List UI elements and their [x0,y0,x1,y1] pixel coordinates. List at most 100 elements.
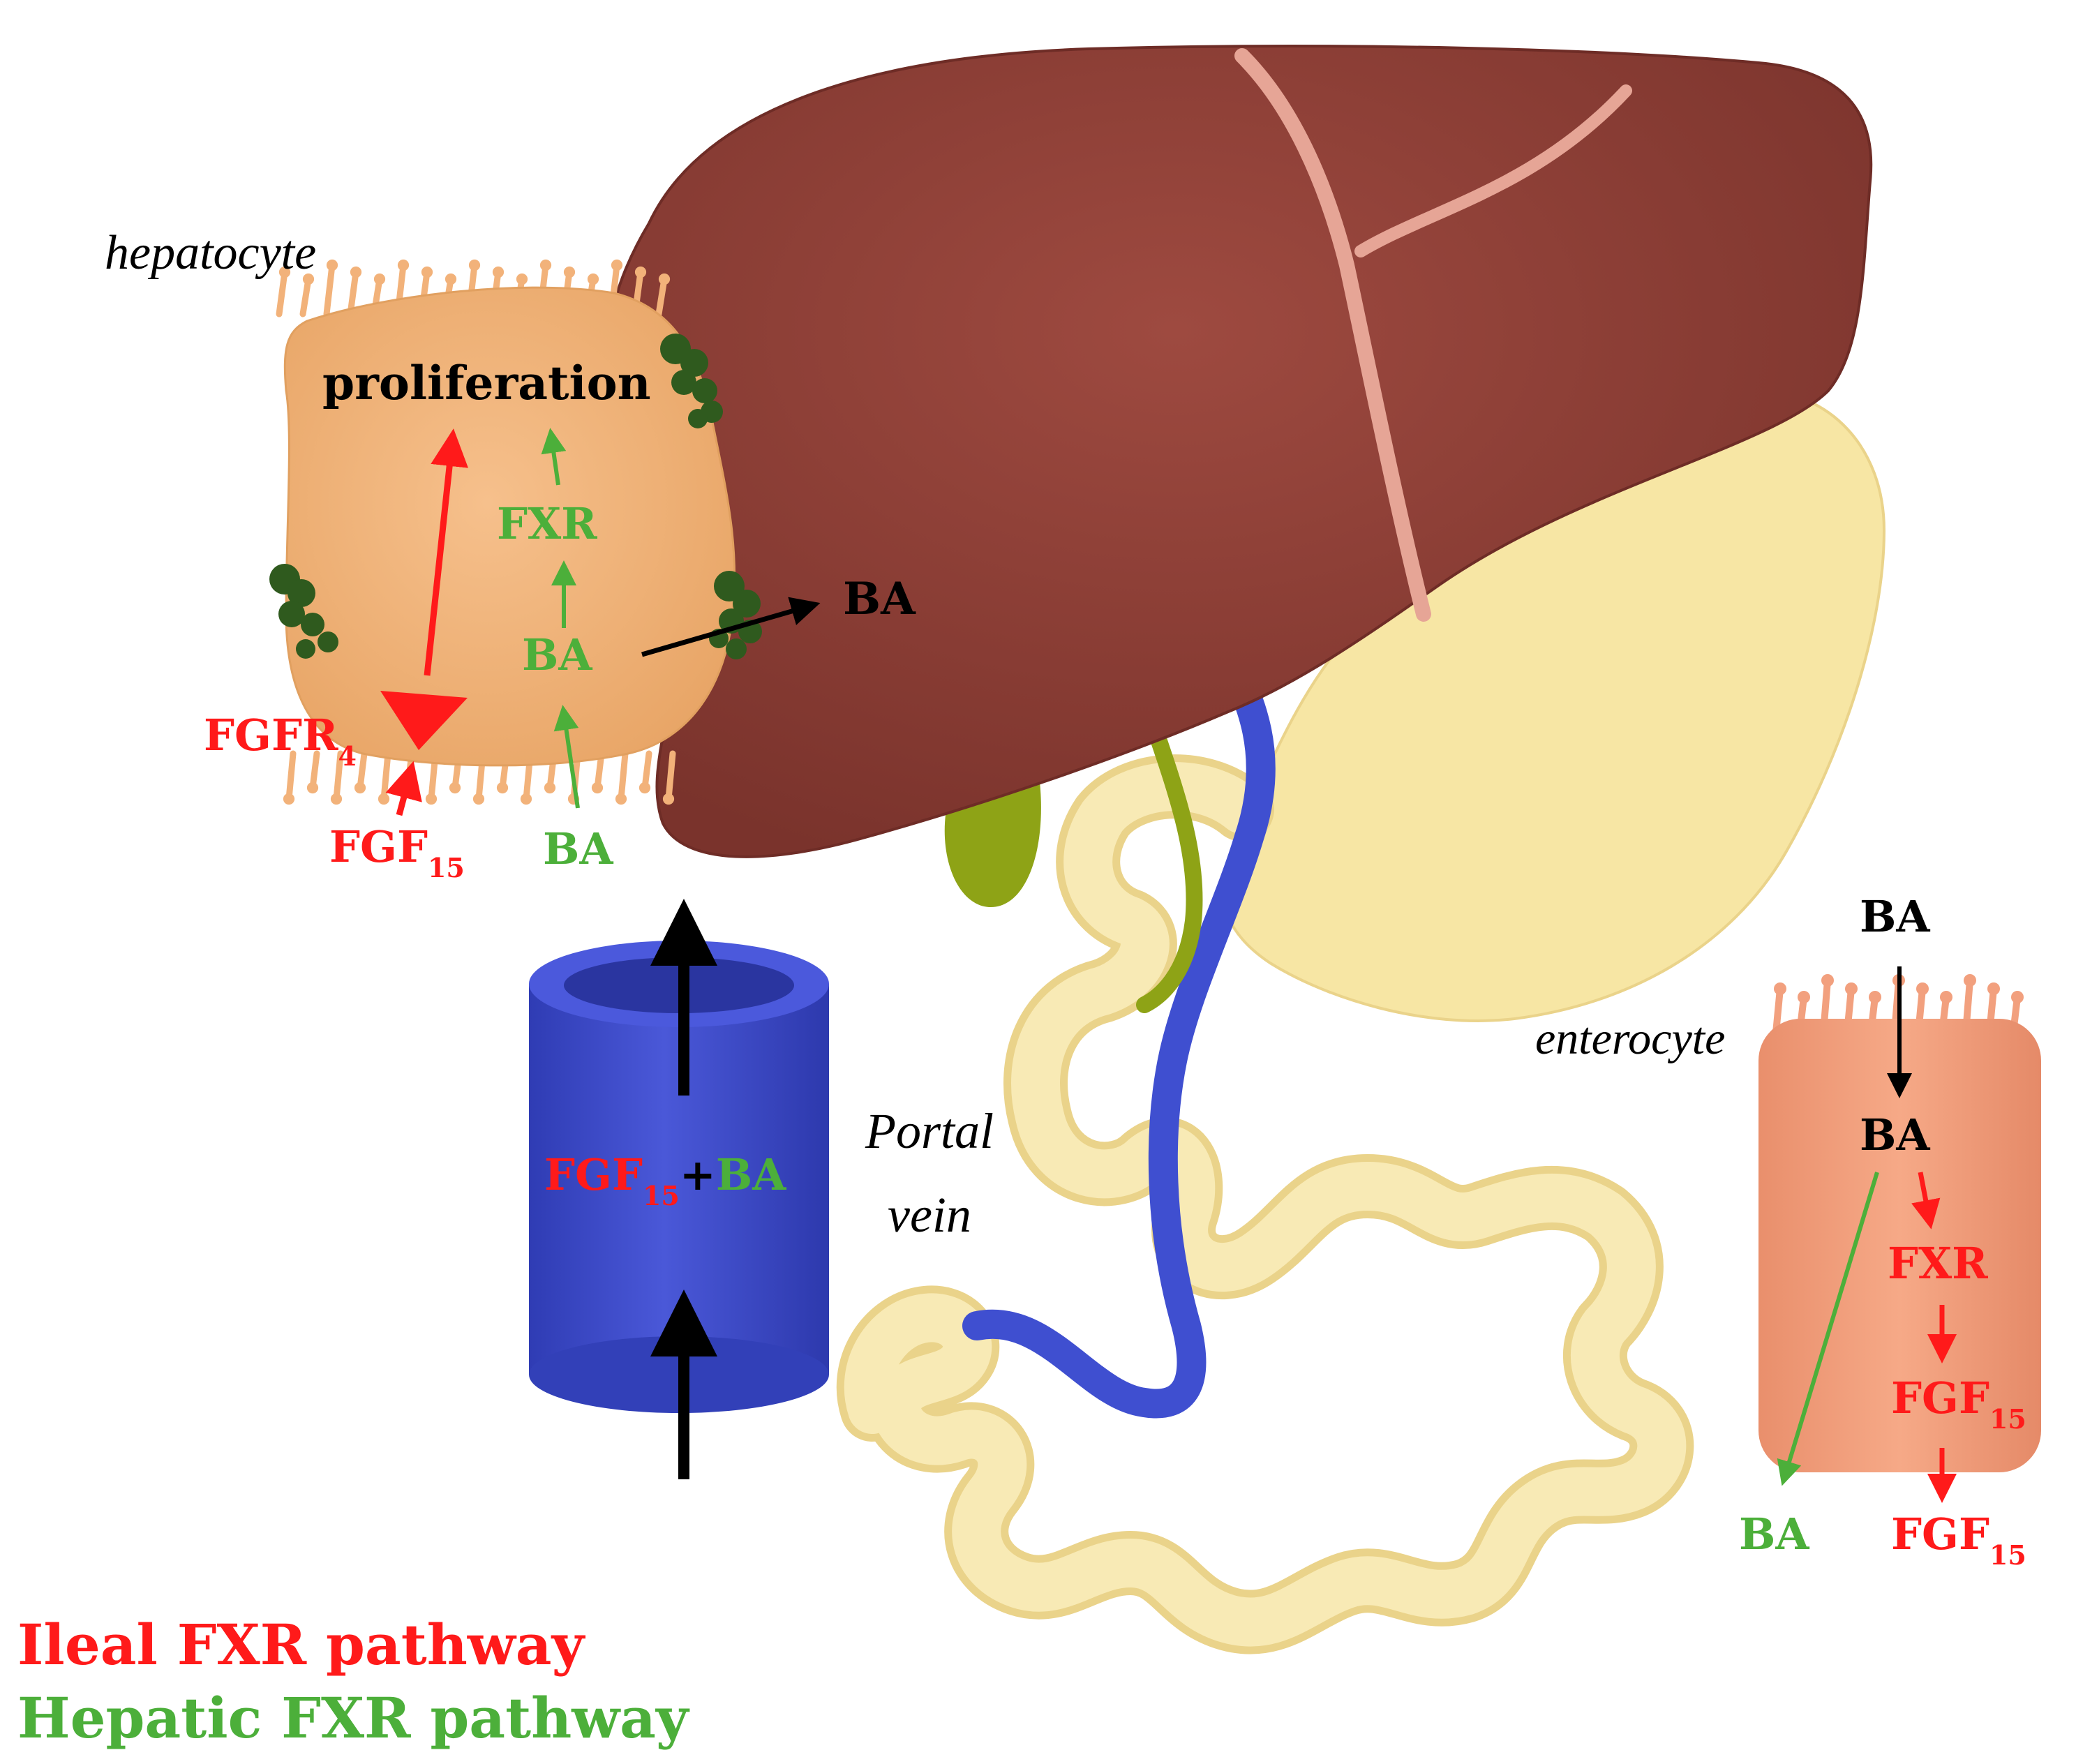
microvillus [357,750,368,791]
microvillus [380,750,391,802]
enterocyte-label: enterocyte [1535,1013,1725,1064]
portal-vein-label-line1: Portal [865,1103,994,1159]
microvillus-tip [496,782,509,794]
hepatocyte-fgf15-main: FGF [329,821,428,872]
microvillus-tip [492,266,505,278]
hepatocyte-cell [283,286,736,767]
microvillus-tip [520,793,532,805]
enterocyte-ba-mid-label: BA [1860,1109,1930,1160]
portal-vein-label-line2: vein [888,1187,971,1243]
liver-ligament [1234,48,1431,622]
arrow-ba-in-to-ba [553,705,580,809]
microvillus [655,276,668,317]
enterocyte-fgf15-sub: 15 [1989,1403,2026,1435]
enterocyte-ba-out-label: BA [1739,1509,1809,1560]
fgfr4-label: FGFR4 [204,710,357,772]
microvillus-tip [639,782,651,794]
portal-fgf-sub: 15 [643,1180,680,1211]
microvillus [1772,985,1784,1036]
hepatocyte-fgf15-sub: 15 [428,852,465,883]
arrow-fxr-to-proliferation [541,428,567,486]
microvillus-tip [1940,991,1952,1003]
microvillus [309,750,320,791]
hepatocyte-ba-in-label: BA [543,823,613,874]
microvillus-tip [662,793,675,805]
enterocyte-fgf15-out-main: FGF [1891,1509,1989,1560]
microvillus [347,269,359,317]
receptor-cluster-left [269,564,338,659]
portal-ba: BA [716,1149,786,1200]
microvillus-tip [1964,974,1976,987]
hepatocyte-fgf15-label: FGF15 [329,821,465,883]
small-intestine-highlight [844,762,1687,1647]
microvillus [618,750,629,802]
microvillus-tip [611,259,623,271]
microvillus-tip [615,793,627,805]
microvillus-tip [1798,991,1810,1003]
arrow-ba-basolateral [1777,1172,1879,1486]
microvillus-tip [539,259,552,271]
portal-plus: + [680,1149,716,1200]
enterocyte-fgf15-label: FGF15 [1891,1373,2026,1435]
microvillus-tip [1774,982,1786,995]
arrow-ba-efflux [641,597,821,657]
microvillus-tip [634,266,647,278]
microvillus [323,262,336,317]
microvillus-tip [1821,974,1834,987]
liver-ligament-branch [1354,84,1632,257]
microvillus [641,750,652,791]
microvillus-tip [591,782,604,794]
microvillus [285,750,297,802]
microvillus-tip [425,793,438,805]
arrow-fgfr-to-proliferation [424,428,469,676]
legend-ileal-pathway: Ileal FXR pathway [17,1612,586,1677]
microvillus-tip [658,273,671,285]
enterocyte-fgf15-out-sub: 15 [1989,1539,2026,1571]
enterocyte-ba-top-label: BA [1860,891,1930,942]
microvillus-tip [449,782,461,794]
microvillus-tip [378,793,390,805]
portal-contents-label: FGF15+BA [544,1149,786,1211]
bile-duct [1136,689,1203,1013]
microvillus-tip [306,782,319,794]
proliferation-label: proliferation [322,356,651,410]
microvillus-tip [278,266,291,278]
microvillus [276,269,288,317]
microvillus-tip [563,266,576,278]
microvillus-tip [373,273,386,285]
microvillus-tip [1987,982,2000,995]
fgfr4-label-main: FGFR [204,710,338,761]
microvillus [665,750,676,802]
enterocyte-fxr-label: FXR [1888,1238,1988,1289]
portal-fgf-main: FGF [544,1149,643,1200]
microvillus-tip [1869,991,1881,1003]
hepatocyte-ba-out-label: BA [843,573,916,625]
microvillus-tip [2011,991,2024,1003]
microvillus-tip [544,782,556,794]
microvillus-tip [1845,982,1858,995]
microvillus-tip [472,793,485,805]
portal-vein [962,641,1276,1419]
arrow-fgf-to-fgfr [385,761,422,816]
receptor-cluster-top-right [660,334,723,428]
microvillus-tip [330,793,343,805]
hepatocyte-label: hepatocyte [105,226,316,280]
microvillus-tip [445,273,457,285]
microvillus-tip [354,782,366,794]
microvillus-tip [587,273,599,285]
microvillus-tip [302,273,315,285]
microvillus-tip [468,259,481,271]
fgfr4-receptor [380,691,468,750]
enterocyte-fgf15-out-label: FGF15 [1891,1509,2026,1571]
microvillus-tip [421,266,433,278]
microvillus [333,750,344,802]
enterocyte-fgf15-main: FGF [1891,1373,1989,1423]
microvillus-tip [397,259,410,271]
microvillus-tip [283,793,295,805]
hepatocyte-fxr-label: FXR [497,498,597,549]
microvillus-tip [326,259,338,271]
microvillus-tip [1916,982,1929,995]
microvillus-tip [350,266,362,278]
microvillus-tip [516,273,528,285]
